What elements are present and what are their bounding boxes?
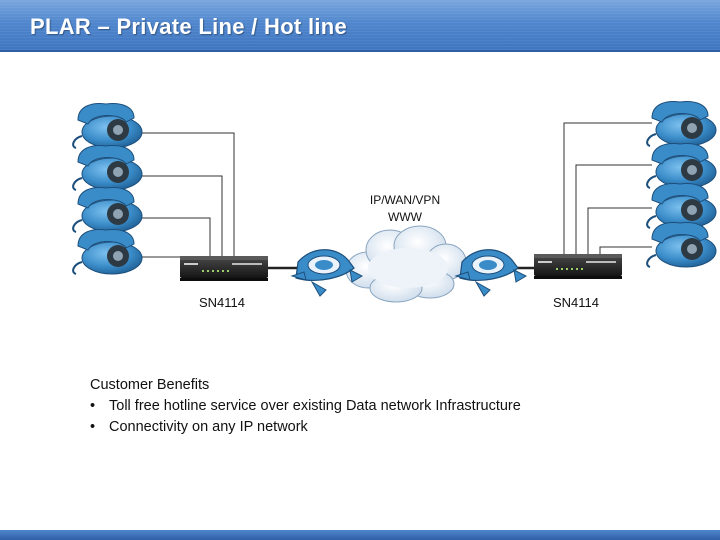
- bullet-icon: •: [90, 419, 96, 435]
- slide-title: PLAR – Private Line / Hot line: [30, 14, 348, 39]
- telephone-icon: [72, 228, 143, 275]
- benefits-heading: Customer Benefits: [90, 377, 210, 393]
- list-item: • Toll free hotline service over existing…: [90, 396, 650, 417]
- telephone-icon: [646, 142, 717, 189]
- benefit-text: Toll free hotline service over existing …: [109, 398, 521, 414]
- slide-header: PLAR – Private Line / Hot line: [0, 0, 720, 52]
- network-label-line1: IP/WAN/VPN: [369, 193, 441, 207]
- customer-benefits: Customer Benefits • Toll free hotline ser…: [90, 377, 650, 438]
- benefit-text: Connectivity on any IP network: [109, 419, 308, 435]
- right-device-label: SN4114: [553, 295, 600, 310]
- network-label: IP/WAN/VPN WWW: [345, 192, 465, 226]
- telephone-icon: [72, 186, 143, 233]
- network-label-line2: WWW: [388, 210, 422, 224]
- cloud-icon: [345, 225, 467, 303]
- network-switch-icon: [291, 249, 363, 297]
- telephone-icon: [646, 182, 717, 229]
- left-phone-lines: [132, 132, 235, 258]
- network-switch-icon: [455, 249, 527, 297]
- left-device-label: SN4114: [199, 295, 246, 310]
- benefits-list: • Toll free hotline service over existing…: [90, 396, 650, 438]
- router-icon: [180, 256, 268, 281]
- right-phone-lines: [563, 122, 652, 256]
- telephone-icon: [646, 221, 717, 268]
- slide-footer: [0, 530, 720, 540]
- telephone-icon: [72, 144, 143, 191]
- list-item: • Connectivity on any IP network: [90, 417, 650, 438]
- telephone-icon: [646, 100, 717, 147]
- header-texture: [0, 0, 720, 50]
- network-diagram: [72, 100, 717, 303]
- router-icon: [534, 254, 622, 279]
- bullet-icon: •: [90, 398, 96, 414]
- telephone-icon: [72, 102, 143, 149]
